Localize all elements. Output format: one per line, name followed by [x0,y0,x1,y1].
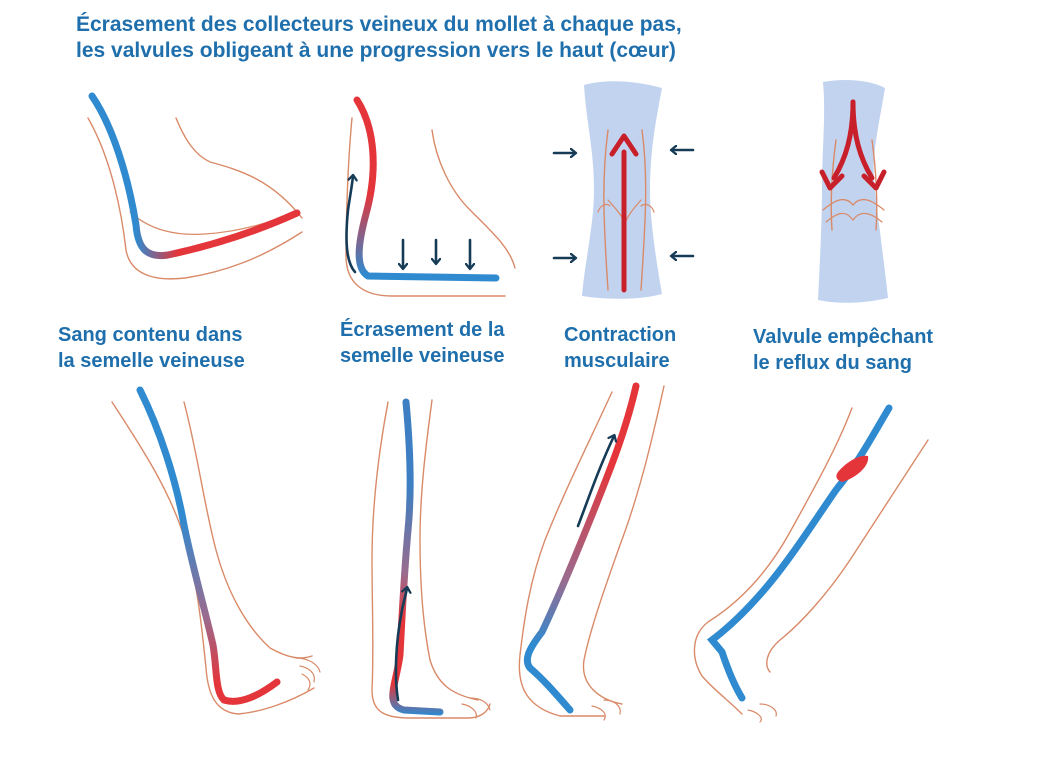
arrow-up [394,588,407,702]
toes [747,703,777,723]
vein [88,92,301,260]
vein [353,96,500,282]
skin-outline [111,401,315,715]
toes [295,657,321,691]
skin-outline [431,129,516,269]
caption-semelle-veineuse: Sang contenu dans la semelle veineuse [58,324,245,372]
caption-valvule: Valvule empêchant le reflux du sang [753,326,934,374]
sole-compression-illustration [345,96,516,297]
leg-2-illustration [371,398,491,719]
valve-leaflet [640,203,655,213]
foot-sole-illustration [87,92,303,280]
reflux-arrow-head [861,169,887,191]
diagram-title: Écrasement des collecteurs veineux du mo… [76,13,682,62]
valve-bulge [836,455,869,482]
leg-4-illustration [693,404,929,723]
skin-outline [582,385,665,705]
reflux-arrow [850,99,875,181]
skin-outline [183,401,313,659]
reflux-arrow-head [819,169,845,191]
vein [523,382,640,714]
leg-1-illustration [111,386,321,715]
vein-wall [640,129,647,291]
skin-outline [87,117,303,280]
valve-leaflet [825,212,883,223]
skin-outline [693,407,853,715]
vein [136,386,281,705]
vein [706,404,893,702]
valve-illustration [818,80,888,303]
vein [389,398,444,716]
muscle-contraction-illustration [552,81,695,299]
arrow-up [345,176,355,274]
arrow-up [576,436,614,528]
skin-outline [175,117,303,219]
skin-outline [419,399,479,701]
blood-flow-up-head [609,133,639,157]
vein-segment [818,80,888,303]
vein-wall [603,129,609,291]
toes [591,699,621,721]
caption-ecrasement: Écrasement de la semelle veineuse [340,319,505,367]
skin-outline [766,439,929,673]
skin-outline [345,117,506,297]
leg-3-illustration [518,382,665,721]
caption-contraction: Contraction musculaire [564,324,677,372]
toes [461,697,491,719]
skin-outline [518,391,613,717]
valve-leaflet [822,198,885,211]
valve-leaflet [597,203,611,213]
skin-outline [371,401,491,719]
